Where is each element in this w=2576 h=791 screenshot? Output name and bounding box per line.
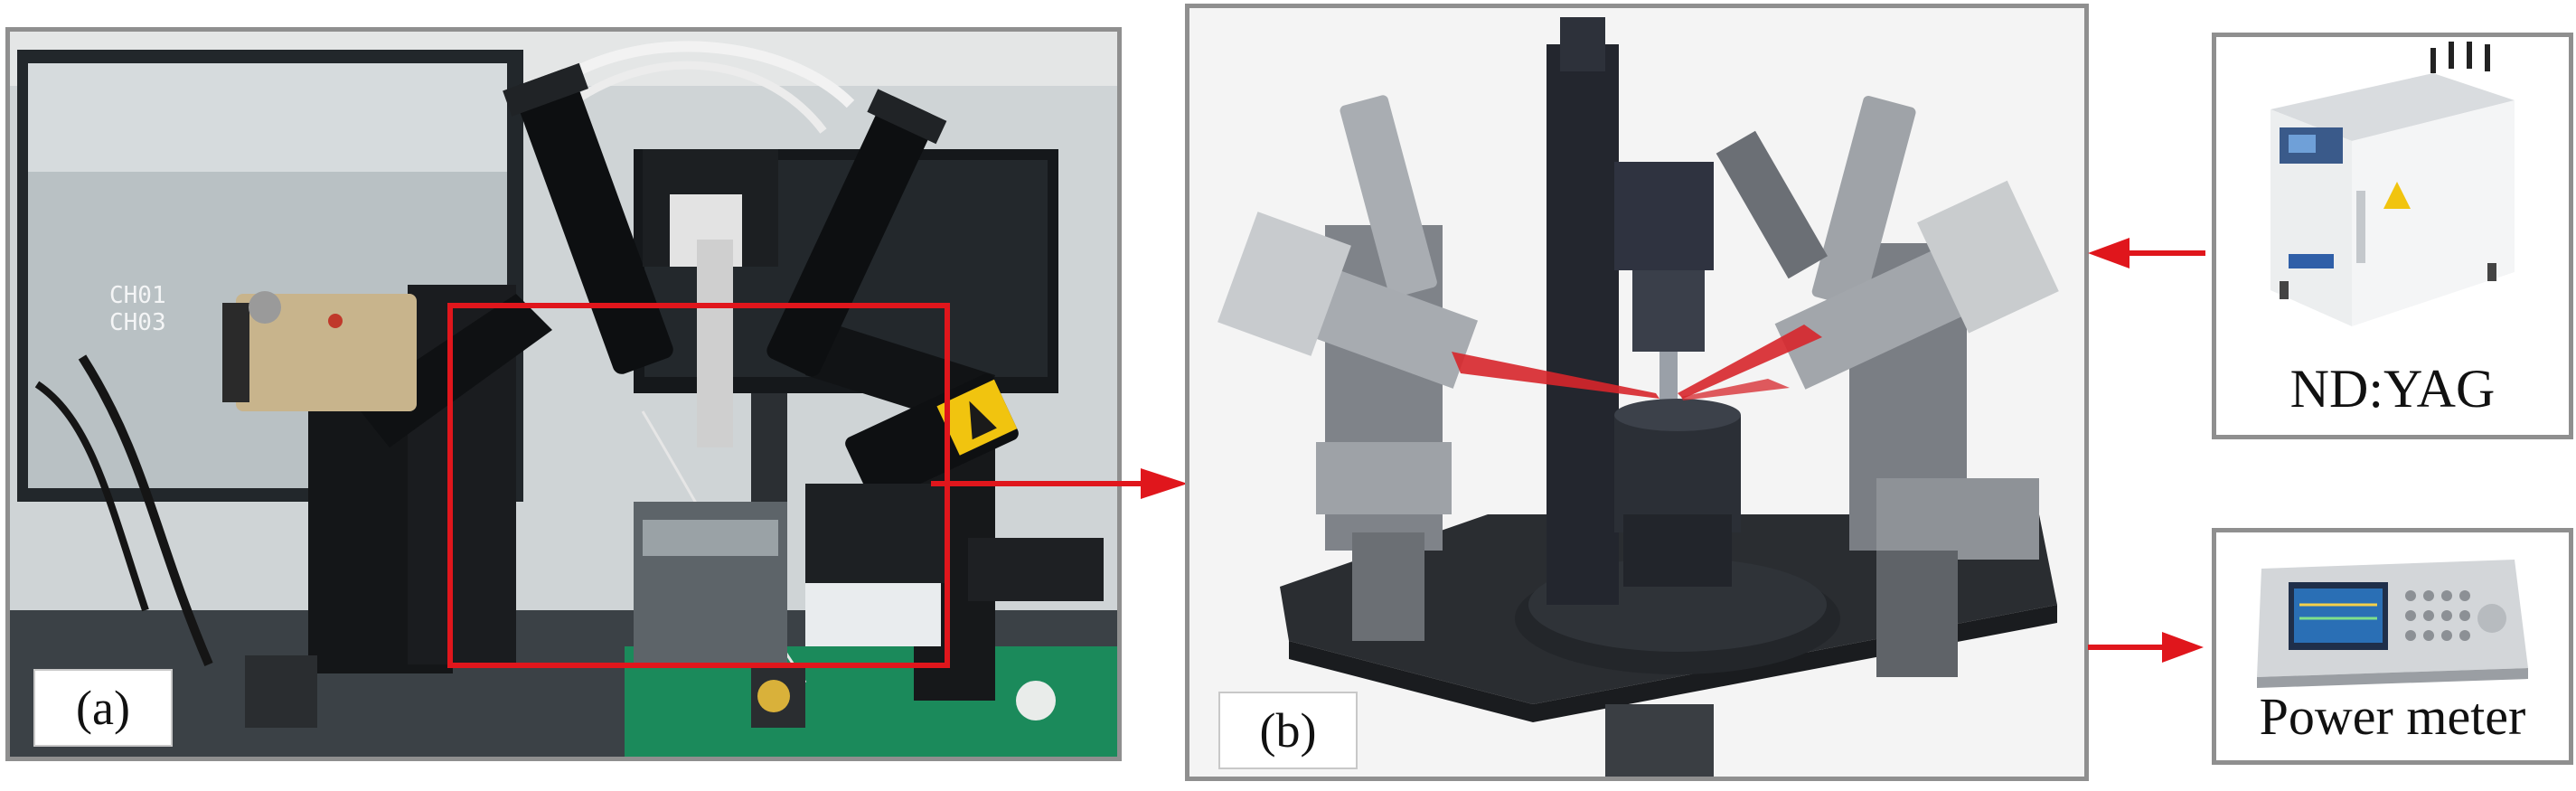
laser-beam-right <box>1678 325 1822 399</box>
laser-beam-left <box>1452 352 1659 399</box>
panel-a-photo: CH01 CH03 <box>5 27 1122 761</box>
panel-laser-source: ND:YAG <box>2212 33 2573 439</box>
svg-text:CH01: CH01 <box>109 282 166 309</box>
panel-power-meter: Power meter <box>2212 528 2573 765</box>
arrow-to-power-meter <box>2088 632 2204 663</box>
center-column <box>1547 44 1619 605</box>
highlight-box <box>447 303 950 668</box>
power-meter-image <box>2216 532 2569 760</box>
panel-b-label: (b) <box>1218 692 1358 769</box>
svg-text:CH03: CH03 <box>109 309 166 336</box>
arrow-to-panel-b <box>931 468 1188 499</box>
panel-b-rendering: (b) <box>1185 4 2089 781</box>
lab-setup-photo: CH01 CH03 <box>10 32 1117 757</box>
arrow-from-laser <box>2088 238 2205 268</box>
panel-a-label: (a) <box>33 669 173 747</box>
side-camera <box>236 294 417 411</box>
nd-yag-laser-image <box>2216 37 2569 435</box>
setup-3d-model <box>1189 8 2084 777</box>
laser-caption: ND:YAG <box>2289 359 2496 419</box>
power-meter-caption: Power meter <box>2259 687 2526 746</box>
